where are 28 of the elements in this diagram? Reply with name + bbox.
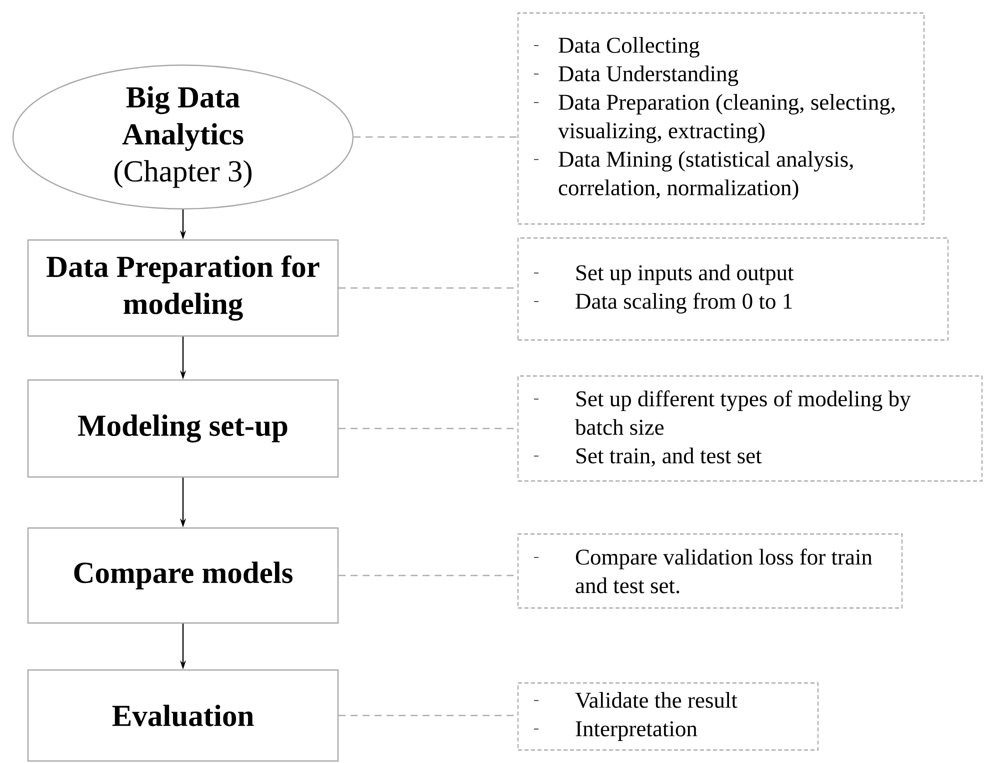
note-box bbox=[518, 376, 982, 482]
list-item: Data scaling from 0 to 1 bbox=[534, 292, 792, 314]
box-label: Modeling set-up bbox=[78, 414, 288, 442]
box-label: Compare models bbox=[74, 562, 292, 590]
note-box bbox=[518, 238, 948, 340]
list-item: Set train, and test set bbox=[534, 448, 762, 467]
list-item: Set up inputs and output bbox=[534, 264, 794, 285]
list-item: Interpretation bbox=[534, 721, 698, 741]
list-item: Data Understanding bbox=[534, 66, 738, 86]
process-box bbox=[27, 669, 339, 762]
process-box bbox=[27, 239, 339, 337]
note-box bbox=[518, 534, 902, 608]
process-box bbox=[27, 379, 339, 478]
list-item: Validate the result bbox=[534, 692, 738, 708]
box-label: Data Preparation for modeling bbox=[46, 255, 320, 321]
list-item: Compare validation loss for train and test set. bbox=[534, 548, 872, 594]
list-item: Set up different types of modeling by batch size bbox=[534, 390, 911, 435]
note-box bbox=[518, 12, 924, 224]
list-item: Data Mining (statistical analysis, correlation, normalization) bbox=[534, 151, 853, 200]
list-item: Data Collecting bbox=[534, 37, 700, 58]
node-label: Big Data Analytics bbox=[122, 86, 244, 151]
note-box bbox=[518, 682, 818, 750]
list-item: Data Preparation (cleaning, selecting, visualizing, extracting) bbox=[534, 94, 895, 144]
node-label: (Chapter 3) bbox=[114, 160, 252, 188]
box-label: Evaluation bbox=[112, 704, 254, 726]
ellipse-node bbox=[12, 64, 354, 210]
process-box bbox=[27, 527, 339, 624]
connector-line bbox=[354, 136, 518, 138]
